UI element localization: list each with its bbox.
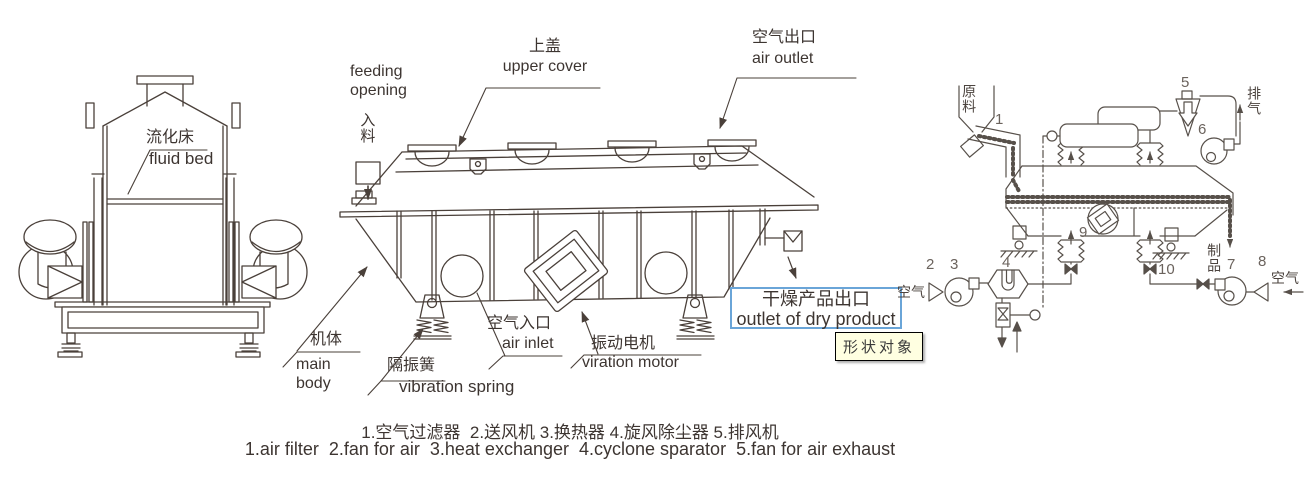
flow-number-8: 8 bbox=[1258, 253, 1267, 270]
base-frame bbox=[54, 301, 271, 358]
inspection-window-right bbox=[644, 251, 688, 295]
vibration-spring-leader bbox=[380, 328, 424, 382]
flow-number-1: 1 bbox=[995, 111, 1004, 128]
dry-product-arrow bbox=[787, 256, 797, 279]
air-filter-right-symbol bbox=[1245, 282, 1269, 302]
bellows-top-right bbox=[1136, 130, 1164, 166]
spring-mount-right bbox=[676, 294, 715, 340]
upper-cover-leader bbox=[458, 87, 601, 147]
fluid-bed-leader-line bbox=[127, 149, 208, 195]
supply-fan-symbol bbox=[944, 277, 989, 307]
exhaust-label: 排气 bbox=[1246, 86, 1263, 116]
vibration-motor-label-cn: 振动电机 bbox=[591, 335, 656, 352]
vibration-motor-label-en: viration motor bbox=[582, 354, 679, 371]
dry-product-outlet-label-cn: 干燥产品出口 bbox=[762, 289, 870, 309]
main-body-leader bbox=[296, 266, 368, 352]
upper-cover-label-cn: 上盖 bbox=[528, 38, 561, 55]
vibration-spring-label-cn: 隔振簧 bbox=[387, 357, 436, 374]
dry-product-outlet-textbox[interactable]: 干燥产品出口 outlet of dry product bbox=[730, 287, 902, 329]
left-machine-drawing bbox=[18, 75, 308, 358]
controller-circle bbox=[1029, 309, 1041, 321]
flow-number-6: 6 bbox=[1198, 121, 1207, 138]
product-label: 制品 bbox=[1206, 243, 1223, 273]
raw-material-label: 原料 bbox=[961, 84, 978, 114]
upper-cover-label-en: upper cover bbox=[502, 58, 588, 75]
flow-number-2: 2 bbox=[926, 256, 935, 273]
leader-lines bbox=[282, 77, 857, 396]
air-filter-left-symbol bbox=[928, 282, 944, 302]
feeding-opening-label: feeding opening bbox=[350, 63, 407, 99]
main-body-label-en: main body bbox=[296, 356, 331, 392]
air-outlet-label-cn: 空气出口 bbox=[752, 29, 817, 46]
inspection-window-left bbox=[440, 254, 484, 298]
air-supply-pipe-right bbox=[1149, 273, 1216, 285]
flow-number-10: 10 bbox=[1158, 261, 1175, 278]
tank-body bbox=[85, 75, 241, 306]
air-left-label: 空气 bbox=[897, 284, 925, 300]
air-inlet-underline bbox=[488, 355, 563, 370]
flow-number-3: 3 bbox=[950, 256, 959, 273]
material-speckles bbox=[977, 134, 1232, 238]
foot-right bbox=[235, 332, 261, 358]
dry-product-outlet-label-en: outlet of dry product bbox=[736, 309, 896, 330]
feed-inlet bbox=[351, 161, 381, 205]
dryer-drawing bbox=[282, 77, 857, 396]
air-outlet-label-en: air outlet bbox=[752, 50, 814, 67]
raw-material-hopper bbox=[958, 85, 1021, 178]
valve-bellows-left bbox=[1057, 230, 1085, 275]
caption-line-cn: 1.空气过滤器 2.送风机 3.换热器 4.旋风除尘器 5.排风机 bbox=[361, 423, 779, 442]
cover-clamps bbox=[469, 153, 711, 175]
vibration-spring-label-en: vibration spring bbox=[399, 377, 515, 396]
vibration-motor-underline bbox=[570, 354, 702, 369]
feed-label-cn: 入料 bbox=[358, 112, 376, 144]
shape-object-tooltip: 形状对象 bbox=[835, 332, 924, 361]
discharge-outlet bbox=[764, 230, 803, 279]
flow-dryer-vessel bbox=[1005, 165, 1234, 248]
air-inlet-leader bbox=[476, 292, 506, 357]
flow-number-5: 5 bbox=[1181, 74, 1190, 91]
air-right-label: 空气 bbox=[1271, 270, 1299, 286]
thermometer-circle bbox=[1046, 130, 1058, 142]
deck-rail bbox=[339, 204, 819, 218]
exhaust-fan-symbol bbox=[1200, 104, 1244, 165]
heat-exchanger-symbol bbox=[987, 269, 1041, 353]
flow-diagram-drawing bbox=[928, 85, 1304, 353]
exhaust-hood-boxes bbox=[1046, 106, 1161, 148]
main-body-label-cn: 机体 bbox=[310, 331, 343, 348]
cyclone-symbol bbox=[1159, 90, 1237, 137]
cyclone-down-arrow bbox=[1178, 101, 1198, 127]
air-supply-pipe-left bbox=[1027, 273, 1072, 285]
flow-number-7: 7 bbox=[1227, 256, 1236, 273]
fluid-bed-label-en: fluid bed bbox=[149, 149, 214, 168]
foot-left bbox=[57, 332, 83, 358]
caption-line-en: 1.air filter 2.fan for air 3.heat exchan… bbox=[244, 439, 896, 459]
air-outlet-leader bbox=[719, 77, 857, 129]
pipe-valve-symbol bbox=[1196, 278, 1210, 290]
flow-number-9: 9 bbox=[1079, 224, 1088, 241]
valve-bellows-right bbox=[1136, 230, 1164, 275]
fluid-bed-label-cn: 流化床 bbox=[146, 129, 195, 146]
flow-number-4: 4 bbox=[1002, 254, 1011, 271]
bypass-valve-box bbox=[995, 302, 1011, 328]
main-body-underline bbox=[282, 351, 361, 368]
air-inlet-label-cn: 空气入口 bbox=[487, 315, 552, 332]
recycle-fan-symbol bbox=[1214, 276, 1247, 306]
support-right bbox=[1152, 227, 1190, 260]
vibration-motor-shape bbox=[523, 229, 609, 313]
vibration-motor-leader bbox=[581, 311, 599, 355]
dome-caps bbox=[407, 139, 757, 167]
flow-motor-symbol bbox=[1086, 203, 1120, 235]
support-left bbox=[1000, 225, 1038, 258]
air-inlet-label-en: air inlet bbox=[502, 335, 554, 352]
instrument-signal-line bbox=[1042, 135, 1048, 309]
